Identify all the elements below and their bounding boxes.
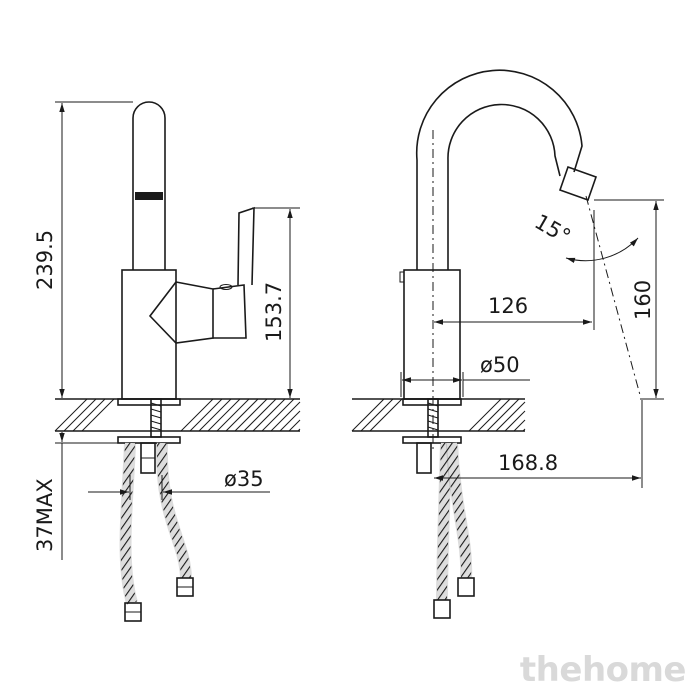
hole-diameter-label: ø35 <box>224 467 264 491</box>
spout-reach-label: 126 <box>488 294 528 318</box>
mounting-stud-right <box>402 398 462 474</box>
flow-axis <box>585 195 641 396</box>
total-reach-label: 168.8 <box>498 451 558 475</box>
total-height-label: 239.5 <box>33 230 57 290</box>
spout-tube <box>132 101 166 270</box>
countertop-left <box>54 398 301 432</box>
hoses-right <box>433 442 475 619</box>
dim-spout-height <box>594 199 664 400</box>
body-diameter-label: ø50 <box>480 353 520 377</box>
hoses-left <box>119 442 194 622</box>
handle-height-label: 153.7 <box>262 282 286 342</box>
spout-height-label: 160 <box>631 280 655 320</box>
handle <box>148 206 255 344</box>
mount-depth-label: 37MAX <box>33 478 57 552</box>
dim-total-reach <box>434 400 643 488</box>
front-view: 126 ø50 160 168.8 15° <box>351 69 664 619</box>
side-view: 239.5 153.7 37MAX ø35 <box>33 101 301 622</box>
aerator <box>135 192 163 200</box>
dim-spout-reach <box>434 210 595 330</box>
dim-body-diameter <box>400 372 530 397</box>
dim-total-height <box>55 101 133 398</box>
dim-mount-depth <box>55 432 118 560</box>
spout-tip <box>558 165 598 202</box>
watermark-logo: thehome <box>519 650 687 690</box>
dim-handle-height <box>252 207 300 398</box>
gooseneck-spout <box>415 69 598 270</box>
dim-hole-diameter <box>88 475 270 500</box>
spout-angle-label: 15° <box>531 210 575 249</box>
dim-spout-angle <box>565 237 639 264</box>
mounting-stud-left <box>117 398 181 474</box>
